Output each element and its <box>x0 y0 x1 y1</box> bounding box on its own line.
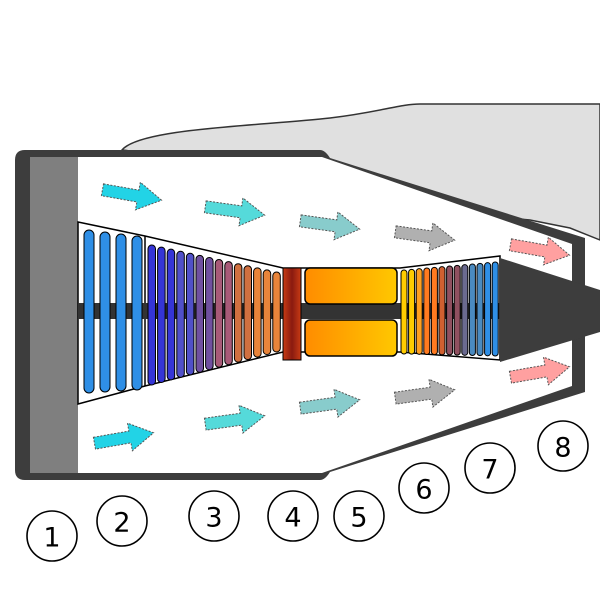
compressor-blade <box>214 259 224 368</box>
flow-arrow <box>203 404 266 434</box>
label-1: 1 <box>26 510 78 562</box>
label-5: 5 <box>333 490 385 542</box>
compressor-blade <box>262 269 272 356</box>
flow-arrow <box>298 211 361 241</box>
compressor-blade <box>185 252 195 376</box>
airflow-arrows <box>92 181 571 452</box>
flow-arrow <box>508 356 571 386</box>
compressor-blade <box>176 250 185 378</box>
inlet-band <box>30 157 78 473</box>
flow-arrow <box>508 236 571 266</box>
flow-arrow <box>393 222 456 252</box>
turbine-blade <box>415 268 423 355</box>
compressor-blade <box>166 248 176 381</box>
compressor-blade <box>253 267 262 358</box>
turbine-blade <box>491 261 499 357</box>
label-3: 3 <box>188 490 240 542</box>
label-7-text: 7 <box>481 455 498 486</box>
label-7: 7 <box>464 442 516 494</box>
flow-arrow <box>393 378 456 408</box>
turbine-blade <box>453 264 461 356</box>
combustion-chamber-bottom <box>304 319 398 357</box>
combustion-chamber-top <box>304 267 398 305</box>
label-1-text: 1 <box>43 523 60 554</box>
number-labels: 1 2 3 4 5 6 7 8 <box>26 420 589 562</box>
turbine-blade <box>484 262 492 357</box>
combustion-ring <box>282 267 302 361</box>
turbine-blade <box>446 265 454 356</box>
turbine-blade <box>438 266 446 356</box>
turbine-blade <box>476 262 484 357</box>
label-8-text: 8 <box>554 433 571 464</box>
compressor-blade <box>233 263 243 363</box>
fan-blade <box>83 229 95 394</box>
compressor-blade <box>224 261 233 366</box>
compressor-blade <box>147 244 156 386</box>
label-6-text: 6 <box>415 475 432 506</box>
compressor-blade <box>195 254 204 373</box>
compressor-blade <box>205 256 214 371</box>
flow-arrow <box>203 197 266 227</box>
label-6: 6 <box>398 462 450 514</box>
fan-blade <box>99 231 111 393</box>
turbine-blade <box>430 266 438 356</box>
turbine-blade <box>400 269 408 355</box>
compressor-turbine-blades <box>83 229 499 394</box>
flow-arrow <box>92 422 155 452</box>
label-3-text: 3 <box>205 503 222 534</box>
label-2-text: 2 <box>113 508 130 539</box>
compressor-blade <box>157 246 166 383</box>
compressor-blade <box>243 265 252 361</box>
turbine-blade <box>423 267 431 355</box>
fan-blade <box>115 233 127 392</box>
flow-arrow <box>298 388 361 418</box>
flow-arrow <box>100 181 163 211</box>
turbine-blade <box>461 264 469 356</box>
label-4-text: 4 <box>284 503 301 534</box>
turbine-blade <box>468 263 476 356</box>
label-5-text: 5 <box>350 503 367 534</box>
compressor-blade <box>272 271 281 353</box>
fan-blade <box>131 235 143 391</box>
label-8: 8 <box>537 420 589 472</box>
turbine-blade <box>408 268 416 355</box>
label-2: 2 <box>96 495 148 547</box>
label-4: 4 <box>267 490 319 542</box>
exhaust-cone <box>500 258 600 362</box>
